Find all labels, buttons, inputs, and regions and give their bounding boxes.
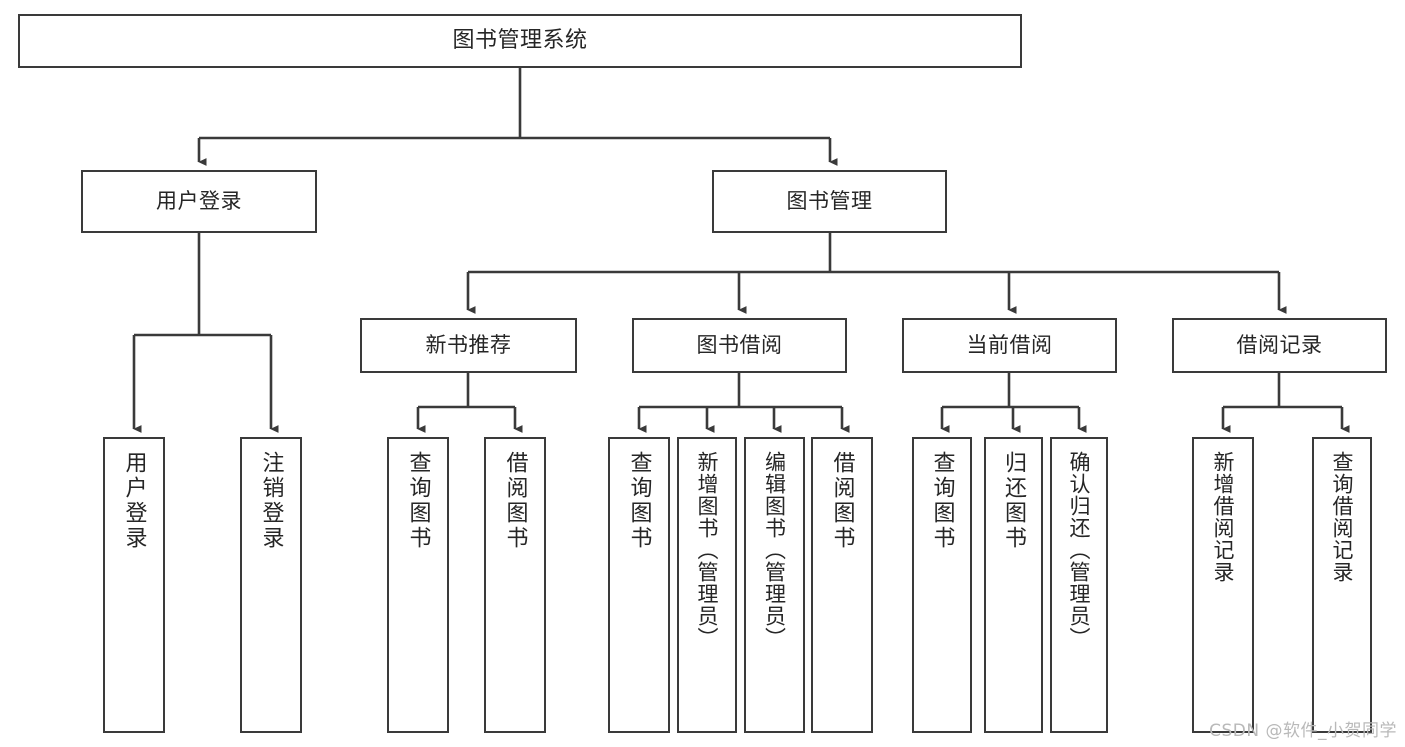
node-leaf-query-book-rec[interactable]: 查询图书 — [387, 437, 449, 733]
node-leaf-borrow-book-label: 借阅图书 — [829, 451, 855, 551]
node-new-book-recommend-label: 新书推荐 — [425, 333, 512, 358]
node-new-book-recommend[interactable]: 新书推荐 — [360, 318, 577, 373]
node-book-borrow[interactable]: 图书借阅 — [632, 318, 847, 373]
node-leaf-query-book-borrow-label: 查询图书 — [626, 451, 652, 551]
node-leaf-user-login[interactable]: 用户登录 — [103, 437, 165, 733]
node-leaf-add-borrow-record[interactable]: 新增借阅记录 — [1192, 437, 1254, 733]
node-leaf-query-book-current[interactable]: 查询图书 — [912, 437, 972, 733]
node-leaf-query-borrow-record-label: 查询借阅记录 — [1330, 451, 1355, 583]
node-leaf-confirm-return[interactable]: 确认归还（管理员） — [1050, 437, 1108, 733]
node-leaf-add-book[interactable]: 新增图书（管理员） — [677, 437, 737, 733]
node-book-manage-label: 图书管理 — [786, 189, 873, 214]
node-current-borrow-label: 当前借阅 — [966, 333, 1053, 358]
node-leaf-query-book-current-label: 查询图书 — [929, 451, 955, 551]
node-leaf-edit-book[interactable]: 编辑图书（管理员） — [744, 437, 805, 733]
node-leaf-return-book-label: 归还图书 — [1001, 451, 1027, 551]
node-root[interactable]: 图书管理系统 — [18, 14, 1022, 68]
node-leaf-query-book-rec-label: 查询图书 — [405, 451, 431, 551]
node-leaf-logout[interactable]: 注销登录 — [240, 437, 302, 733]
csdn-watermark: CSDN @软件_小贺同学 — [1209, 721, 1397, 741]
node-leaf-return-book[interactable]: 归还图书 — [984, 437, 1043, 733]
node-root-label: 图书管理系统 — [452, 27, 588, 53]
node-leaf-logout-label: 注销登录 — [258, 451, 284, 551]
node-leaf-edit-book-label: 编辑图书（管理员） — [762, 451, 787, 649]
node-user-login-label: 用户登录 — [156, 189, 242, 214]
node-book-manage[interactable]: 图书管理 — [712, 170, 947, 233]
node-leaf-user-login-label: 用户登录 — [121, 451, 147, 551]
node-leaf-query-book-borrow[interactable]: 查询图书 — [608, 437, 670, 733]
node-book-borrow-label: 图书借阅 — [696, 333, 783, 358]
node-user-login[interactable]: 用户登录 — [81, 170, 317, 233]
node-leaf-query-borrow-record[interactable]: 查询借阅记录 — [1312, 437, 1372, 733]
node-leaf-borrow-book-rec[interactable]: 借阅图书 — [484, 437, 546, 733]
node-borrow-record-label: 借阅记录 — [1236, 333, 1323, 358]
node-leaf-add-borrow-record-label: 新增借阅记录 — [1211, 451, 1236, 583]
node-leaf-confirm-return-label: 确认归还（管理员） — [1067, 451, 1092, 649]
node-leaf-borrow-book[interactable]: 借阅图书 — [811, 437, 873, 733]
node-borrow-record[interactable]: 借阅记录 — [1172, 318, 1387, 373]
node-current-borrow[interactable]: 当前借阅 — [902, 318, 1117, 373]
node-leaf-add-book-label: 新增图书（管理员） — [695, 451, 720, 649]
node-leaf-borrow-book-rec-label: 借阅图书 — [502, 451, 528, 551]
